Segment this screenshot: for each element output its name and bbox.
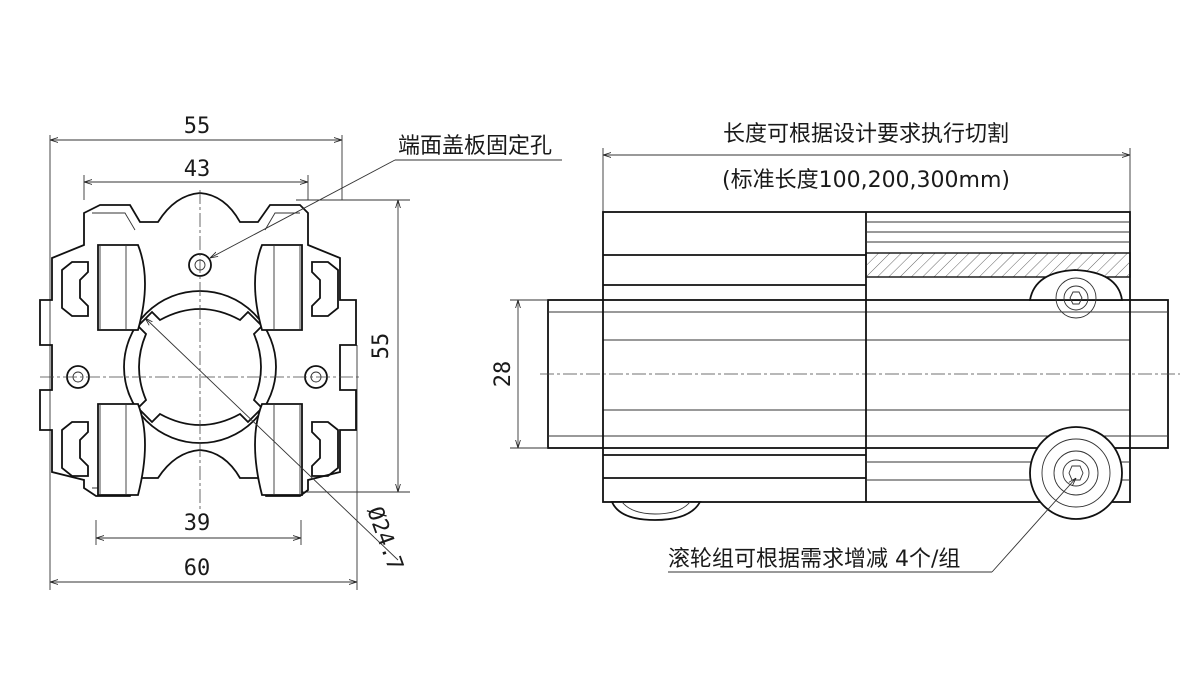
hatched-section [865, 252, 1131, 278]
roller-top-right [254, 244, 303, 331]
t-slot-right-bottom [311, 421, 339, 477]
dim-55-top: 55 [184, 114, 211, 139]
length-label: 长度可根据设计要求执行切割 [723, 122, 1009, 147]
mount-hole-label: 端面盖板固定孔 [398, 134, 552, 159]
dim-39: 39 [184, 511, 211, 536]
roller-bottom-right [254, 403, 303, 496]
side-view: 长度可根据设计要求执行切割 (标准长度100,200,300mm) [491, 122, 1180, 573]
standard-length-label: (标准长度100,200,300mm) [722, 168, 1010, 193]
dim-60: 60 [184, 556, 211, 581]
t-slot-left-bottom [61, 421, 89, 477]
roller-label: 滚轮组可根据需求增减 4个/组 [668, 547, 960, 572]
roller-side-bottom [1029, 426, 1123, 520]
roller-top-left [97, 244, 146, 331]
dim-bore-diameter: Ø24.7 [361, 504, 407, 575]
roller-side-bottom-left [610, 501, 702, 521]
roller-bottom-left [97, 403, 146, 496]
t-slot-left-top [61, 261, 89, 317]
dim-55-right: 55 [369, 333, 394, 360]
end-view: 55 43 55 39 60 Ø24.7 [39, 114, 562, 590]
central-bore [136, 308, 264, 426]
profile-outline [39, 192, 357, 497]
dim-43: 43 [184, 157, 211, 182]
t-slot-right-top [311, 261, 339, 317]
roller-side-top [1028, 269, 1124, 319]
dim-shaft: 28 [491, 361, 516, 388]
